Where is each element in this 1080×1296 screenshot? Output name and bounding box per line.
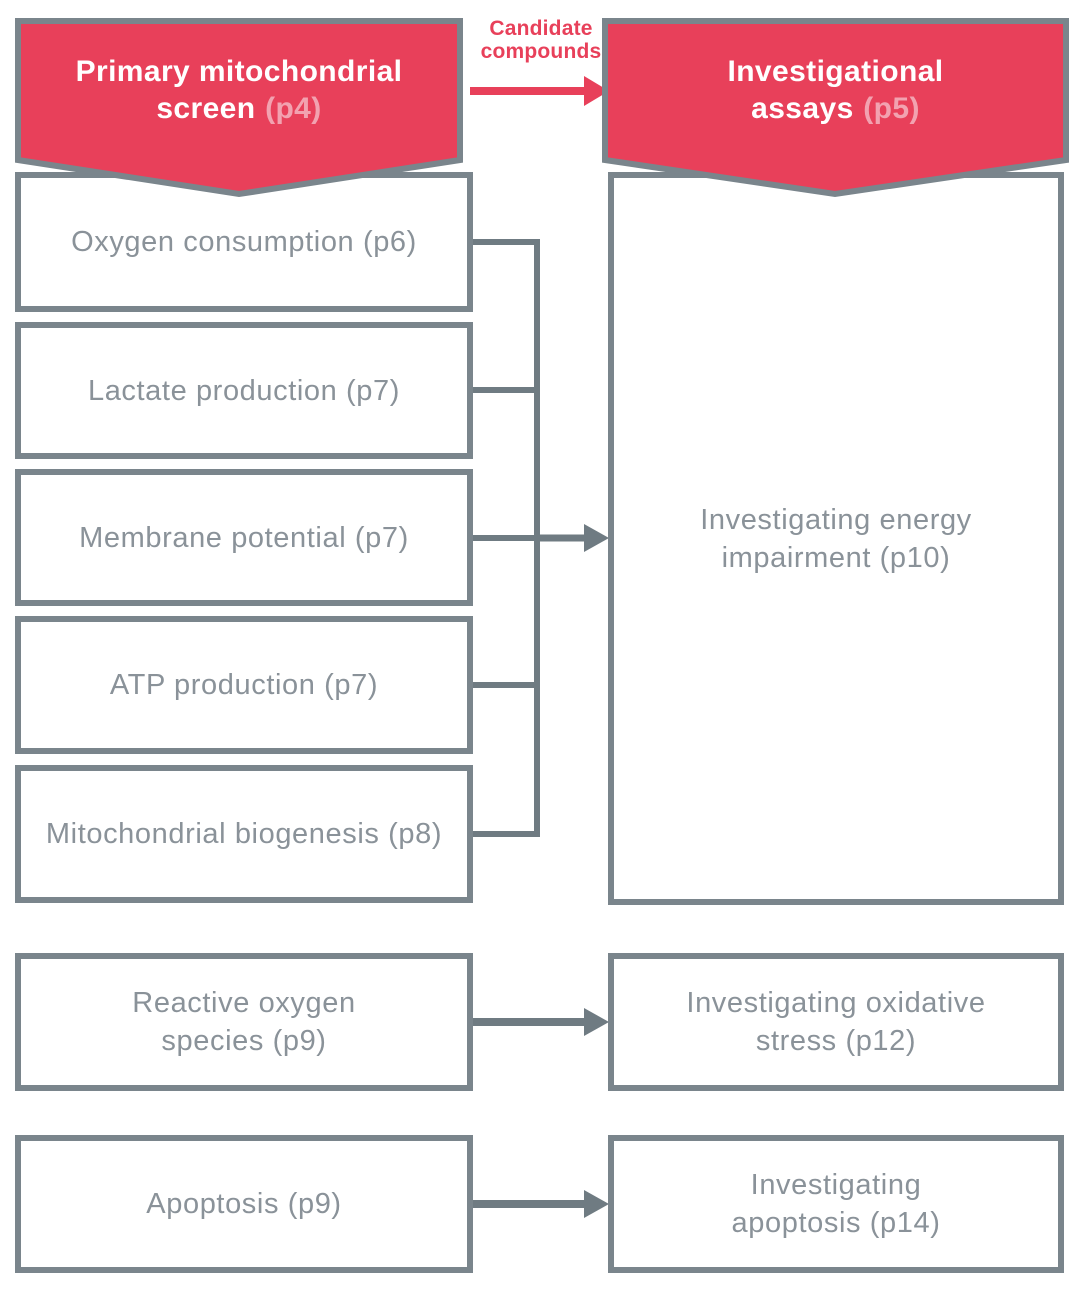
box-atp-production: ATP production (p7) (15, 616, 473, 754)
box-reactive-oxygen-species: Reactive oxygen species (p9) (15, 953, 473, 1091)
candidate-label-line-2: compounds (480, 40, 602, 63)
banner-primary-screen-shape (15, 18, 463, 198)
apoptosis-arrowhead (584, 1190, 609, 1218)
box-investigating-apoptosis-label: Investigating apoptosis (p14) (732, 1166, 941, 1242)
box-lactate-production: Lactate production (p7) (15, 322, 473, 459)
candidate-arrow-icon (470, 76, 609, 106)
candidate-label-line-1: Candidate (489, 17, 593, 40)
oxidative-arrowhead (584, 1008, 609, 1036)
inv-apoptosis-line-2: apoptosis (p14) (731, 1207, 941, 1239)
inv-apoptosis-line-1: Investigating (750, 1169, 922, 1201)
box-reactive-oxygen-species-label: Reactive oxygen species (p9) (132, 984, 355, 1060)
box-lactate-production-label: Lactate production (p7) (87, 374, 401, 407)
banner-investigational-assays-shape (602, 18, 1069, 198)
candidate-arrowhead (584, 76, 609, 106)
box-apoptosis-label: Apoptosis (p9) (146, 1188, 342, 1220)
banner-primary-screen (15, 18, 463, 198)
box-investigating-apoptosis: Investigating apoptosis (p14) (608, 1135, 1064, 1273)
box-oxygen-consumption: Oxygen consumption (p6) (15, 172, 473, 312)
banner-investigational-line-2-text: assays (751, 92, 854, 125)
banner-primary-line-1: Primary mitochondrial (75, 55, 403, 88)
banner-investigational-assays-title: Investigational assays (p5) (599, 53, 1072, 127)
banner-investigational-page-ref: (p5) (863, 92, 920, 125)
box-investigating-energy-impairment: Investigating energy impairment (p10) (608, 172, 1064, 905)
banner-primary-line-2-text: screen (156, 92, 256, 125)
box-oxygen-consumption-label: Oxygen consumption (p6) (71, 226, 417, 258)
banner-primary-screen-title: Primary mitochondrial screen (p4) (12, 53, 466, 127)
box-mitochondrial-biogenesis-label: Mitochondrial biogenesis (p8) (45, 818, 443, 850)
oxidative-line-1: Investigating oxidative (686, 987, 986, 1019)
apoptosis-arrow-icon (470, 1190, 609, 1218)
banner-primary-page-ref: (p4) (265, 92, 322, 125)
box-apoptosis: Apoptosis (p9) (15, 1135, 473, 1273)
candidate-compounds-label: Candidate compounds (470, 17, 612, 63)
banner-primary-line-2: screen (p4) (12, 90, 466, 127)
box-investigating-energy-impairment-label: Investigating energy impairment (p10) (700, 501, 972, 577)
energy-line-1: Investigating energy (700, 503, 972, 536)
box-membrane-potential: Membrane potential (p7) (15, 469, 473, 606)
oxidative-arrow-icon (470, 1008, 609, 1036)
ros-line-1: Reactive oxygen (132, 987, 356, 1019)
banner-investigational-line-1: Investigational (727, 55, 944, 88)
oxidative-line-2: stress (p12) (755, 1025, 917, 1057)
box-membrane-potential-label: Membrane potential (p7) (79, 521, 409, 554)
ros-line-2: species (p9) (161, 1025, 327, 1057)
box-investigating-oxidative-stress: Investigating oxidative stress (p12) (608, 953, 1064, 1091)
energy-arrow-icon (537, 524, 609, 552)
banner-investigational-assays (602, 18, 1069, 198)
energy-arrowhead (584, 524, 609, 552)
box-mitochondrial-biogenesis: Mitochondrial biogenesis (p8) (15, 765, 473, 903)
banner-investigational-line-2: assays (p5) (599, 90, 1072, 127)
box-atp-production-label: ATP production (p7) (109, 669, 379, 701)
energy-line-2: impairment (p10) (721, 541, 951, 574)
box-investigating-oxidative-stress-label: Investigating oxidative stress (p12) (686, 984, 985, 1060)
